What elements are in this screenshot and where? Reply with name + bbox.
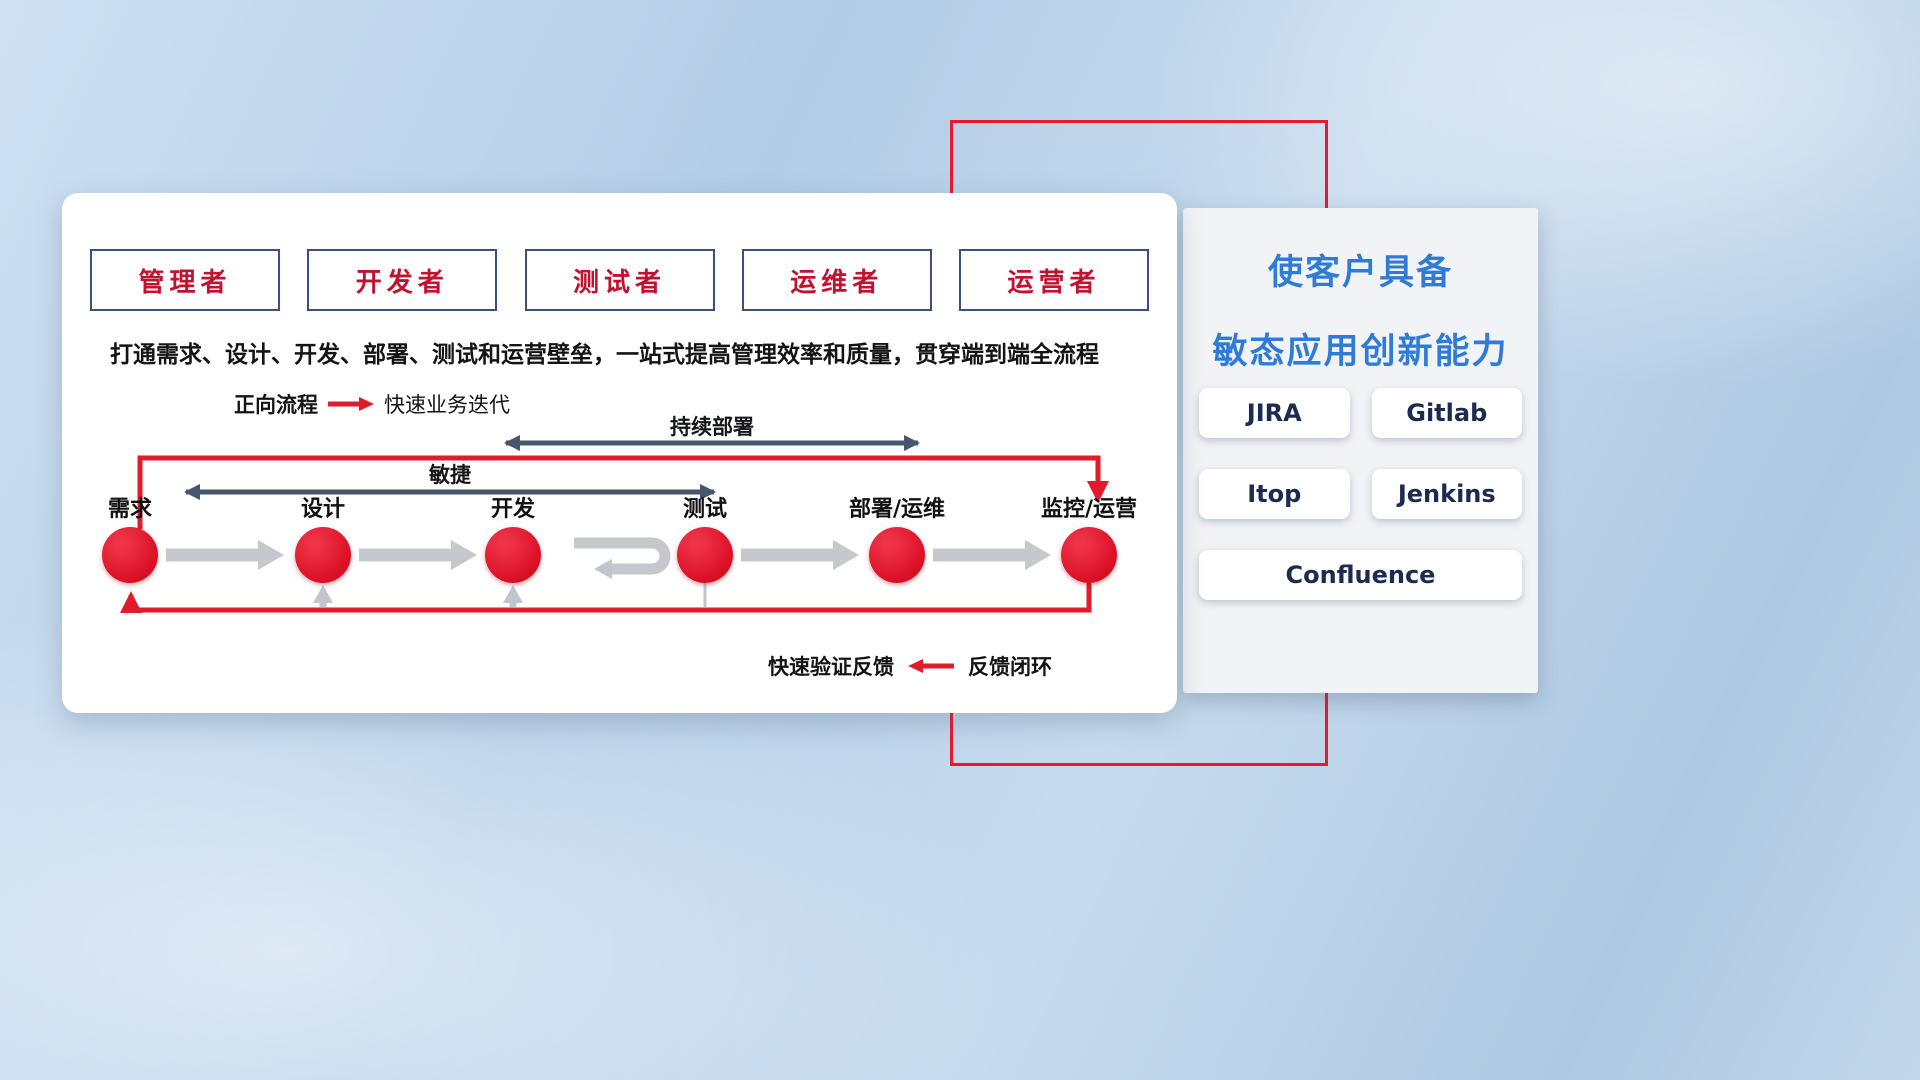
feedback-arrow-icon	[908, 659, 954, 673]
stage-label: 需求	[107, 497, 152, 522]
stage-design: 设计	[253, 493, 393, 583]
role-box-tester: 测试者	[524, 249, 715, 311]
panel-subtitle: 打通需求、设计、开发、部署、测试和运营壁垒，一站式提高管理效率和质量，贯穿端到端…	[110, 342, 1099, 368]
role-label: 运营者	[1007, 267, 1101, 298]
feedback-loop-path	[120, 583, 1092, 613]
stage-node-icon	[295, 527, 351, 583]
tool-jira: JIRA	[1199, 388, 1350, 438]
stage-deploy-ops: 部署/运维	[827, 493, 967, 583]
continuous-deploy-label: 持续部署	[670, 415, 754, 439]
legend-forward-desc: 快速业务迭代	[384, 393, 510, 417]
tool-gitlab: Gitlab	[1371, 388, 1522, 438]
stage-node-icon	[102, 527, 158, 583]
role-label: 管理者	[138, 267, 232, 298]
forward-arrow-icon	[328, 397, 374, 411]
roles-row: 管理者 开发者 测试者 运维者 运营者	[62, 249, 1177, 311]
stage-requirements: 需求	[60, 493, 200, 583]
stage-label: 部署/运维	[848, 497, 946, 522]
role-box-manager: 管理者	[90, 249, 280, 311]
stage-test: 测试	[635, 493, 775, 583]
role-label: 运维者	[790, 267, 884, 298]
stage-label: 设计	[300, 497, 345, 522]
tool-jenkins: Jenkins	[1371, 469, 1522, 519]
tool-itop: Itop	[1199, 469, 1350, 519]
role-box-operator: 运营者	[959, 249, 1149, 311]
stage-node-icon	[677, 527, 733, 583]
role-label: 开发者	[355, 267, 449, 298]
stage-label: 监控/运营	[1040, 497, 1138, 522]
stage-node-icon	[1061, 527, 1117, 583]
agile-label: 敏捷	[429, 463, 471, 487]
stage-node-icon	[869, 527, 925, 583]
capability-title-line1: 使客户具备	[1267, 253, 1453, 293]
role-label: 测试者	[572, 267, 666, 298]
role-box-developer: 开发者	[307, 249, 498, 311]
stage-node-icon	[485, 527, 541, 583]
tools-grid: JIRA Gitlab Itop Jenkins Confluence	[1199, 388, 1522, 600]
capability-panel: 使客户具备 敏态应用创新能力 JIRA Gitlab Itop Jenkins …	[1183, 208, 1538, 693]
stage-label: 测试	[682, 497, 727, 522]
devops-flow-panel: 管理者 开发者 测试者 运维者 运营者 打通需求、设计、开发、部署、测试和运营壁…	[62, 193, 1177, 713]
stage-label: 开发	[490, 497, 535, 522]
role-box-ops: 运维者	[741, 249, 932, 311]
legend-feedback-desc: 快速验证反馈	[768, 655, 894, 679]
capability-title-line2: 敏态应用创新能力	[1212, 332, 1509, 372]
legend-feedback: 快速验证反馈 反馈闭环	[768, 651, 1052, 681]
legend-feedback-label: 反馈闭环	[968, 655, 1052, 679]
tool-confluence: Confluence	[1199, 550, 1522, 600]
legend-forward: 正向流程 快速业务迭代	[234, 389, 510, 419]
legend-forward-label: 正向流程	[234, 393, 318, 417]
stage-develop: 开发	[443, 493, 583, 583]
stage-monitor-ops: 监控/运营	[1019, 493, 1159, 583]
